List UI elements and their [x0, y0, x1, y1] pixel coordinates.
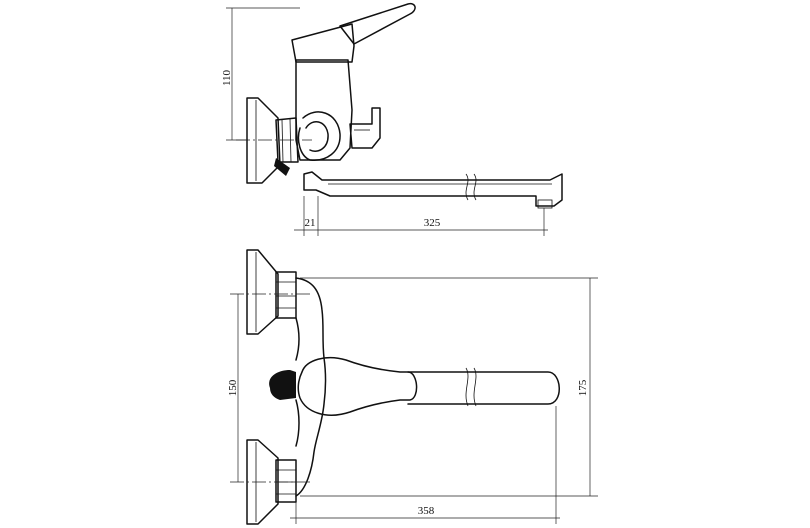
front-view: 150 175 358	[227, 249, 598, 525]
front-break-mark	[473, 367, 477, 407]
side-nut-line	[289, 118, 292, 163]
front-bottom-flange	[246, 439, 279, 525]
dim-175-label: 175	[577, 379, 589, 396]
dim-325-label: 325	[424, 217, 441, 229]
side-inlet-nut	[275, 117, 299, 163]
front-top-flange	[246, 249, 279, 335]
dim-21-label: 21	[305, 217, 316, 229]
side-valve-body	[295, 59, 353, 161]
side-diverter	[349, 107, 381, 149]
front-diverter-button	[269, 370, 296, 400]
front-top-nut	[275, 271, 297, 319]
front-valve-body-left	[295, 317, 300, 447]
front-handle	[297, 356, 418, 416]
side-hose-hatch	[274, 158, 290, 176]
front-bottom-nut	[275, 459, 297, 503]
side-spout	[303, 171, 563, 207]
side-wall-flange	[246, 97, 281, 184]
front-break-mark	[465, 367, 469, 407]
side-eccentric	[297, 111, 341, 161]
side-break-mark	[465, 173, 469, 201]
side-break-mark	[473, 173, 477, 201]
side-lever	[339, 2, 416, 45]
dim-110-label: 110	[221, 69, 233, 86]
side-view: 110 21 325	[221, 2, 563, 236]
side-aerator	[537, 199, 553, 209]
dim-358-label: 358	[418, 505, 435, 517]
front-valve-body	[295, 277, 327, 497]
side-nut-line	[281, 119, 284, 163]
dim-150-label: 150	[227, 379, 239, 396]
side-eccentric-inner	[305, 121, 329, 152]
front-spout	[407, 371, 560, 405]
side-handle-cap	[291, 23, 355, 63]
